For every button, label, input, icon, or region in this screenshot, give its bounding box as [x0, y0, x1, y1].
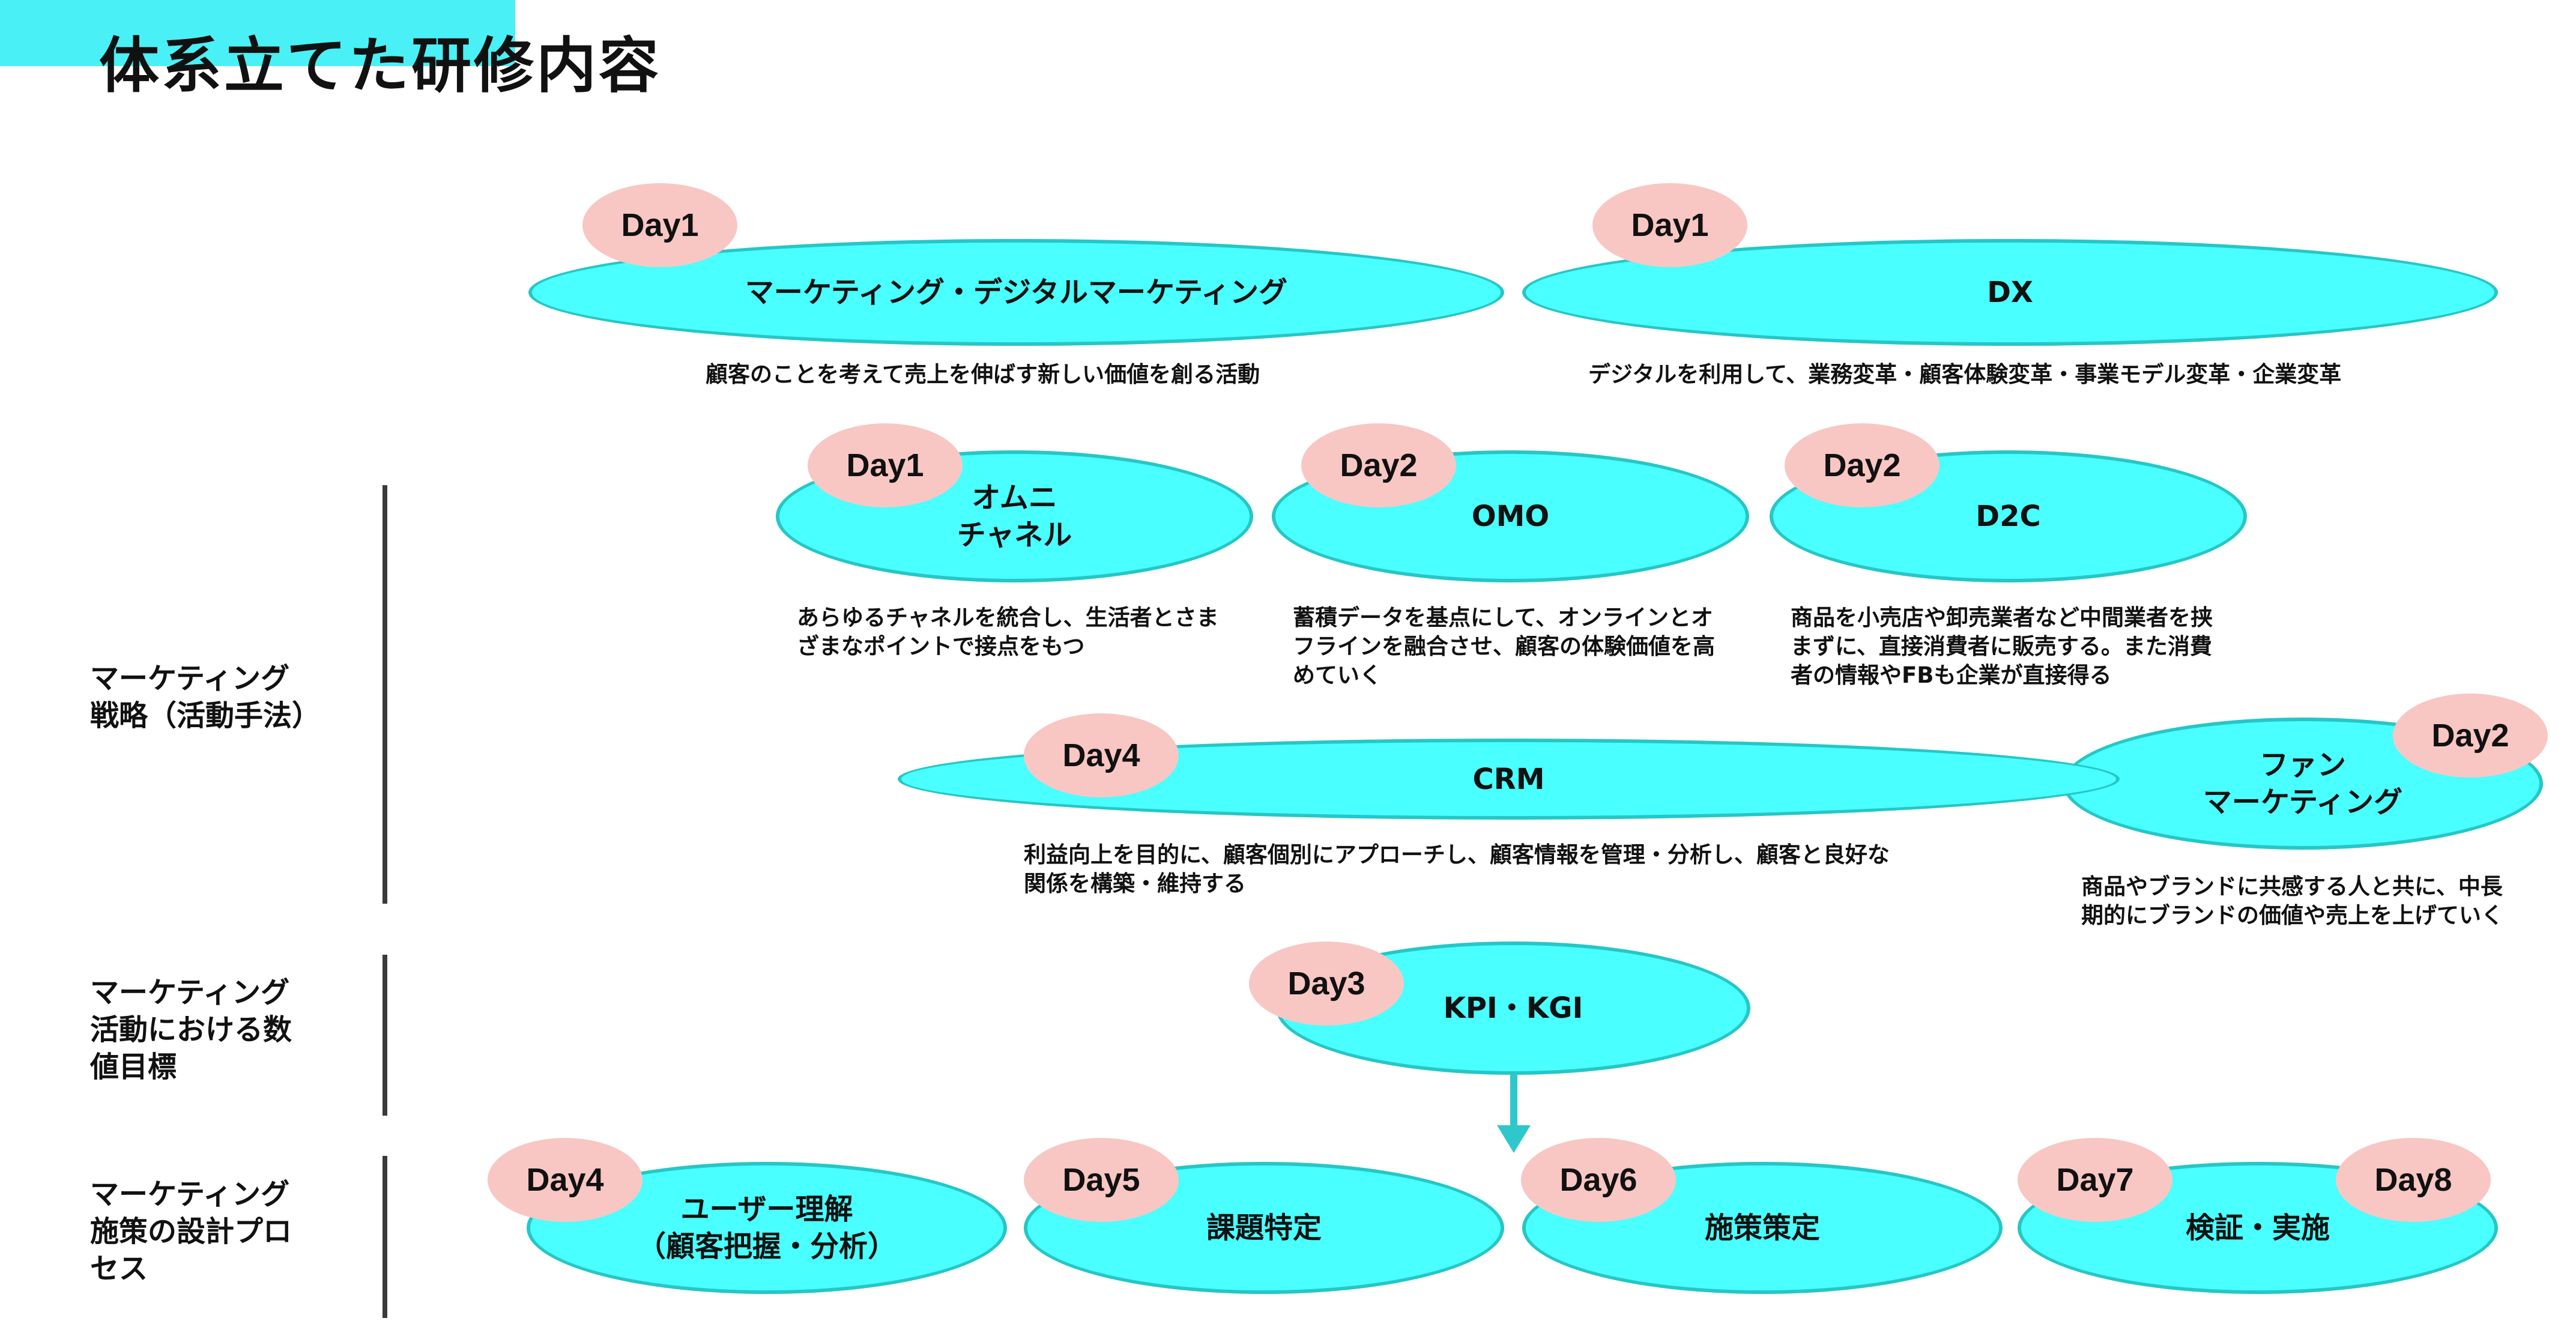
day-badge: Day1 [808, 423, 963, 507]
day-badge: Day2 [1301, 423, 1456, 507]
topic-label: 課題特定 [1206, 1211, 1322, 1245]
day-badge: Day2 [2393, 694, 2548, 778]
topic-label: オムニチャネル [957, 481, 1072, 552]
category-line: 値目標 [90, 1050, 177, 1084]
category-line: セス [90, 1252, 148, 1286]
category-line: マーケティング [90, 662, 290, 695]
topic-description: あらゆるチャネルを統合し、生活者とさまざまなポイントで接点をもつ [797, 605, 1219, 659]
day-badge: Day7 [2018, 1138, 2172, 1222]
topic-label: KPI・KGI [1443, 991, 1583, 1025]
topic-label: マーケティング・デジタルマーケティング [745, 276, 1288, 309]
topic-dx: DX [1522, 239, 2498, 346]
category-process: マーケティング 施策の設計プロ セス [90, 1176, 372, 1287]
topic-description: 商品を小売店や卸売業者など中間業者を挟まずに、直接消費者に販売する。また消費者の… [1791, 605, 2213, 688]
day-badge: Day8 [2336, 1138, 2491, 1222]
topic-description: 利益向上を目的に、顧客個別にアプローチし、顧客情報を管理・分析し、顧客と良好な関… [1024, 842, 1890, 896]
topic-label: D2C [1976, 500, 2041, 533]
category-divider-process [382, 1156, 387, 1318]
page-title: 体系立てた研修内容 [99, 31, 661, 101]
title-accent-bar [0, 0, 515, 66]
category-line: マーケティング [90, 1177, 290, 1211]
topic-description: 蓄積データを基点にして、オンラインとオフラインを融合させ、顧客の体験価値を高めて… [1293, 605, 1715, 688]
category-line: マーケティング [90, 976, 290, 1009]
topic-description: 顧客のことを考えて売上を伸ばす新しい価値を創る活動 [706, 361, 1260, 387]
category-line: 活動における数 [90, 1013, 292, 1047]
category-metrics: マーケティング 活動における数 値目標 [90, 974, 372, 1086]
category-strategy: マーケティング 戦略（活動手法） [90, 660, 372, 734]
topic-label: ファンマーケティング [2203, 748, 2403, 819]
flow-arrow-line [1510, 1074, 1517, 1128]
day-badge: Day3 [1249, 942, 1404, 1026]
topic-label: 検証・実施 [2185, 1211, 2330, 1245]
topic-omni-channel: オムニチャネル [776, 450, 1253, 582]
topic-label: CRM [1472, 762, 1545, 796]
topic-description: デジタルを利用して、業務変革・顧客体験変革・事業モデル変革・企業変革 [1588, 361, 2342, 387]
topic-label: ユーザー理解（顧客把握・分析） [636, 1193, 896, 1263]
topic-label: 施策策定 [1704, 1211, 1820, 1245]
day-badge: Day1 [582, 183, 737, 267]
topic-user-understanding: ユーザー理解（顧客把握・分析） [527, 1162, 1007, 1294]
day-badge: Day4 [1024, 713, 1179, 797]
category-divider-metrics [382, 955, 387, 1116]
topic-label: OMO [1471, 500, 1550, 533]
topic-description: 商品やブランドに共感する人と共に、中長期的にブランドの価値や売上を上げていく [2081, 874, 2503, 928]
category-divider-strategy [382, 485, 387, 904]
day-badge: Day1 [1592, 183, 1747, 267]
category-line: 戦略（活動手法） [90, 699, 321, 733]
day-badge: Day4 [488, 1138, 642, 1222]
category-line: 施策の設計プロ [90, 1215, 292, 1248]
day-badge: Day6 [1521, 1138, 1676, 1222]
topic-label: DX [1987, 276, 2033, 309]
day-badge: Day2 [1785, 423, 1940, 507]
flow-arrow-head-icon [1497, 1125, 1531, 1153]
day-badge: Day5 [1024, 1138, 1179, 1222]
